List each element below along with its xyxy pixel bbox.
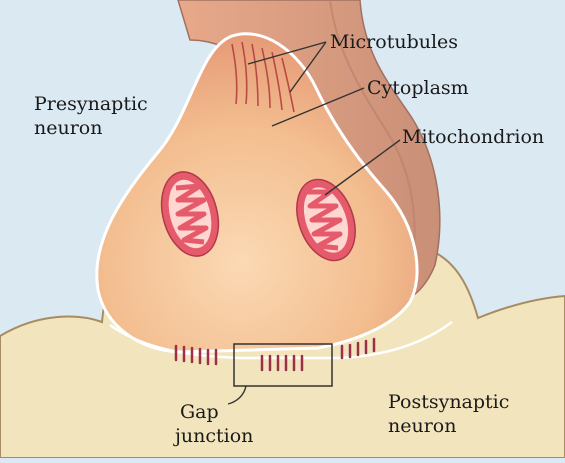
gap-junction-box: [233, 343, 333, 387]
label-presynaptic-neuron-line1: Presynaptic: [34, 93, 148, 115]
presynaptic-terminal: [95, 32, 419, 354]
label-gap-junction-line2: junction: [175, 425, 254, 447]
mitochondrion-left: [160, 171, 220, 257]
label-presynaptic-neuron-line2: neuron: [34, 117, 103, 139]
label-mitochondrion: Mitochondrion: [402, 126, 545, 148]
label-cytoplasm: Cytoplasm: [367, 77, 469, 99]
mitochondrion-right: [296, 178, 356, 262]
synaptic-cleft: [109, 320, 453, 360]
label-postsynaptic-neuron-line2: neuron: [388, 415, 457, 437]
gap-junctions: [174, 337, 376, 372]
label-gap-junction-line1: Gap: [180, 401, 219, 423]
label-postsynaptic-neuron-line1: Postsynaptic: [388, 391, 510, 413]
leader-lines: [227, 41, 401, 405]
axon-shading: [329, 0, 416, 276]
label-microtubules: Microtubules: [330, 31, 459, 53]
